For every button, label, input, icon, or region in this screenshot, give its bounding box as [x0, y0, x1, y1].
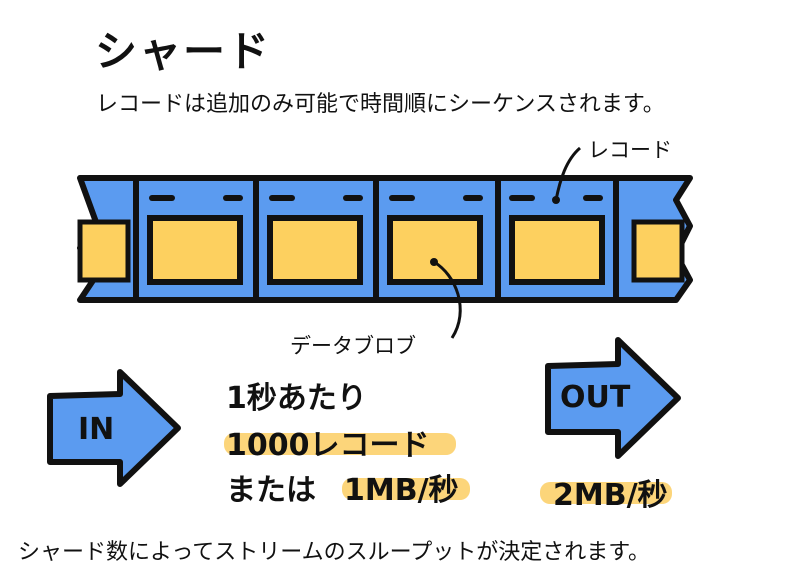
- rate-highlight-records: [224, 433, 456, 455]
- out-label: OUT: [560, 380, 631, 415]
- input-rate-or: または: [226, 473, 316, 508]
- record-callout-line: [554, 146, 582, 201]
- page-title: シャード: [95, 27, 272, 76]
- record-3: [387, 195, 483, 285]
- record-callout-label: レコード: [588, 138, 672, 162]
- input-rate-line1: 1秒あたり: [226, 381, 367, 416]
- record-4: [509, 195, 605, 285]
- input-rate-bytes: 1MB/秒: [344, 473, 459, 508]
- data-blob-callout-label: データブロブ: [290, 334, 416, 358]
- blob-callout-line: [433, 260, 462, 339]
- record-1: [147, 195, 243, 285]
- input-rate-records: 1000レコード: [226, 428, 430, 463]
- record-2: [267, 195, 363, 285]
- in-arrow: [47, 369, 181, 487]
- in-label: IN: [78, 412, 115, 447]
- output-rate-highlight: [540, 482, 672, 504]
- data-blob: [387, 215, 483, 285]
- tape-left-end-blob: [77, 219, 131, 283]
- data-blob: [147, 215, 243, 285]
- page-subtitle: レコードは追加のみ可能で時間順にシーケンスされます。: [96, 92, 665, 117]
- data-blob: [267, 215, 363, 285]
- data-blob: [509, 215, 605, 285]
- rate-highlight-bytes: [342, 478, 470, 500]
- footer-note: シャード数によってストリームのスループットが決定されます。: [18, 540, 651, 565]
- output-rate: 2MB/秒: [553, 478, 668, 513]
- out-arrow: [545, 337, 681, 459]
- tape-right-end-blob: [631, 219, 685, 283]
